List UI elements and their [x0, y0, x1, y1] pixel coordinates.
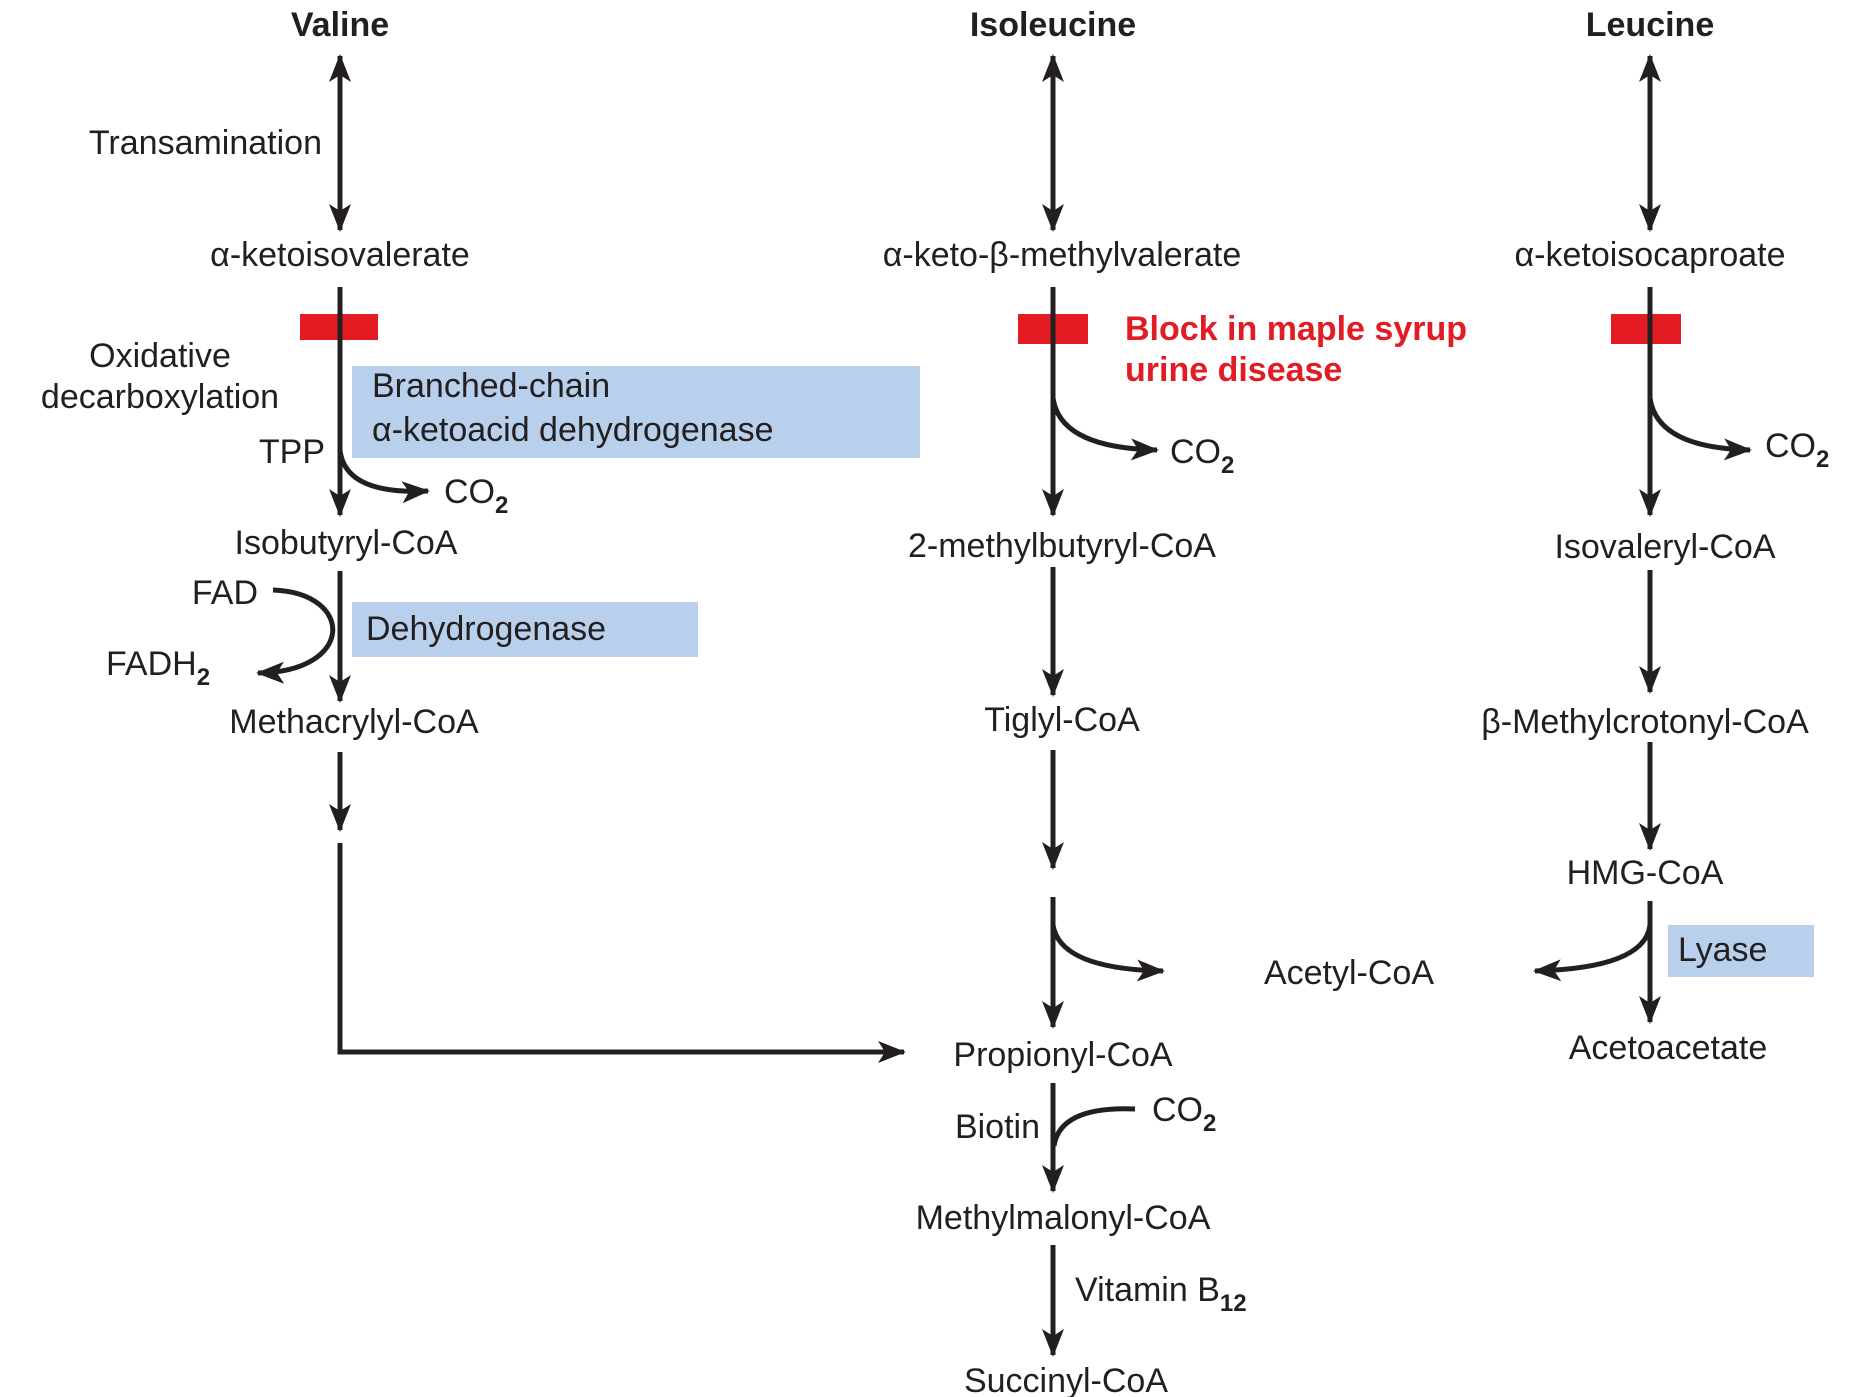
label-ketoisocaproate: α-ketoisocaproate [1514, 236, 1785, 274]
label-methylmalonyl-coa: Methylmalonyl-CoA [916, 1199, 1211, 1237]
label-bckd-line2: α-ketoacid dehydrogenase [372, 411, 773, 449]
label-biotin: Biotin [955, 1108, 1040, 1146]
label-methacrylyl-coa: Methacrylyl-CoA [229, 703, 479, 741]
label-isobutyryl-coa: Isobutyryl-CoA [235, 524, 458, 562]
label-fadh2: FADH2 [106, 645, 210, 691]
enzyme-box-lyase [1668, 925, 1814, 977]
label-methylcrotonyl-coa: β-Methylcrotonyl-CoA [1481, 703, 1809, 741]
label-co2-isoleucine: CO2 [1170, 433, 1234, 479]
label-isovaleryl-coa: Isovaleryl-CoA [1554, 528, 1775, 566]
label-acetyl-coa: Acetyl-CoA [1264, 954, 1434, 992]
enzyme-box-bckd [352, 366, 920, 458]
block-note-line1: Block in maple syrup [1125, 310, 1467, 348]
label-dehydrogenase: Dehydrogenase [366, 610, 606, 648]
label-transamination: Transamination [89, 124, 322, 162]
label-acetoacetate: Acetoacetate [1569, 1029, 1767, 1067]
label-decarboxylation: decarboxylation [41, 378, 279, 416]
label-vitamin-b12: Vitamin B12 [1075, 1271, 1247, 1317]
arrow-leucine-co2-release [1647, 397, 1752, 461]
label-fad: FAD [192, 574, 258, 612]
label-co2-leucine: CO2 [1765, 427, 1829, 473]
arrow-fad-to-fadh2 [256, 587, 336, 684]
label-co2-biotin: CO2 [1152, 1091, 1216, 1137]
arrow-hmg-to-acetyl [1533, 924, 1653, 982]
label-tiglyl-coa: Tiglyl-CoA [984, 701, 1140, 739]
label-propionyl-coa: Propionyl-CoA [953, 1036, 1173, 1074]
label-keto-methylvalerate: α-keto-β-methylvalerate [883, 236, 1242, 274]
arrow-isoleucine-acetyl-release [1050, 924, 1165, 982]
heading-isoleucine: Isoleucine [970, 6, 1136, 44]
label-hmg-coa: HMG-CoA [1567, 854, 1724, 892]
block-bar-leucine [1611, 314, 1681, 344]
arrow-valine-co2-release [337, 449, 430, 504]
label-lyase: Lyase [1678, 931, 1767, 969]
label-methylbutyryl-coa: 2-methylbutyryl-CoA [908, 527, 1216, 565]
arrow-isoleucine-co2-release [1050, 397, 1159, 461]
label-co2-valine: CO2 [444, 473, 508, 519]
arrow-co2-fixation [1051, 1106, 1136, 1147]
heading-leucine: Leucine [1586, 6, 1714, 44]
label-bckd-line1: Branched-chain [372, 367, 610, 405]
arrow-valine-to-propionyl [337, 843, 906, 1063]
enzyme-box-dehydrogenase [352, 602, 698, 657]
label-oxidative: Oxidative [89, 337, 231, 375]
heading-valine: Valine [291, 6, 389, 44]
label-succinyl-coa: Succinyl-CoA [964, 1362, 1168, 1397]
label-ketoisovalerate: α-ketoisovalerate [210, 236, 470, 274]
label-tpp: TPP [259, 433, 325, 471]
block-note-line2: urine disease [1125, 351, 1342, 389]
